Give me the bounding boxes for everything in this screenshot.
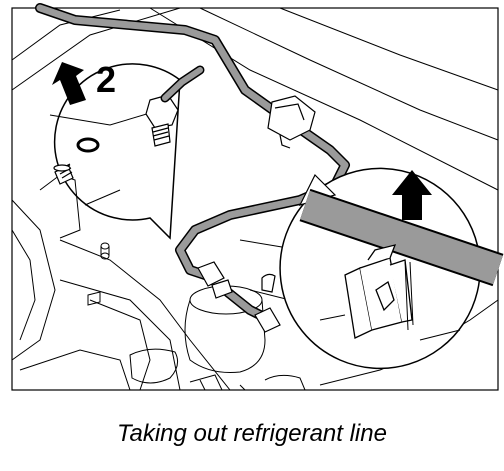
callout-number: 2 bbox=[96, 59, 116, 100]
detail-circle-right bbox=[279, 167, 504, 370]
detail-circle-left: 2 bbox=[39, 59, 205, 240]
figure-caption: Taking out refrigerant line bbox=[117, 420, 387, 447]
union-nut bbox=[145, 94, 179, 147]
up-arrow-icon bbox=[52, 62, 86, 105]
o-ring bbox=[76, 137, 100, 153]
pipe-stub bbox=[53, 163, 74, 185]
pipe-clip bbox=[267, 95, 316, 149]
up-arrow-icon bbox=[392, 170, 432, 220]
pipe-fittings bbox=[197, 261, 281, 333]
refrigerant-line bbox=[35, 3, 350, 325]
